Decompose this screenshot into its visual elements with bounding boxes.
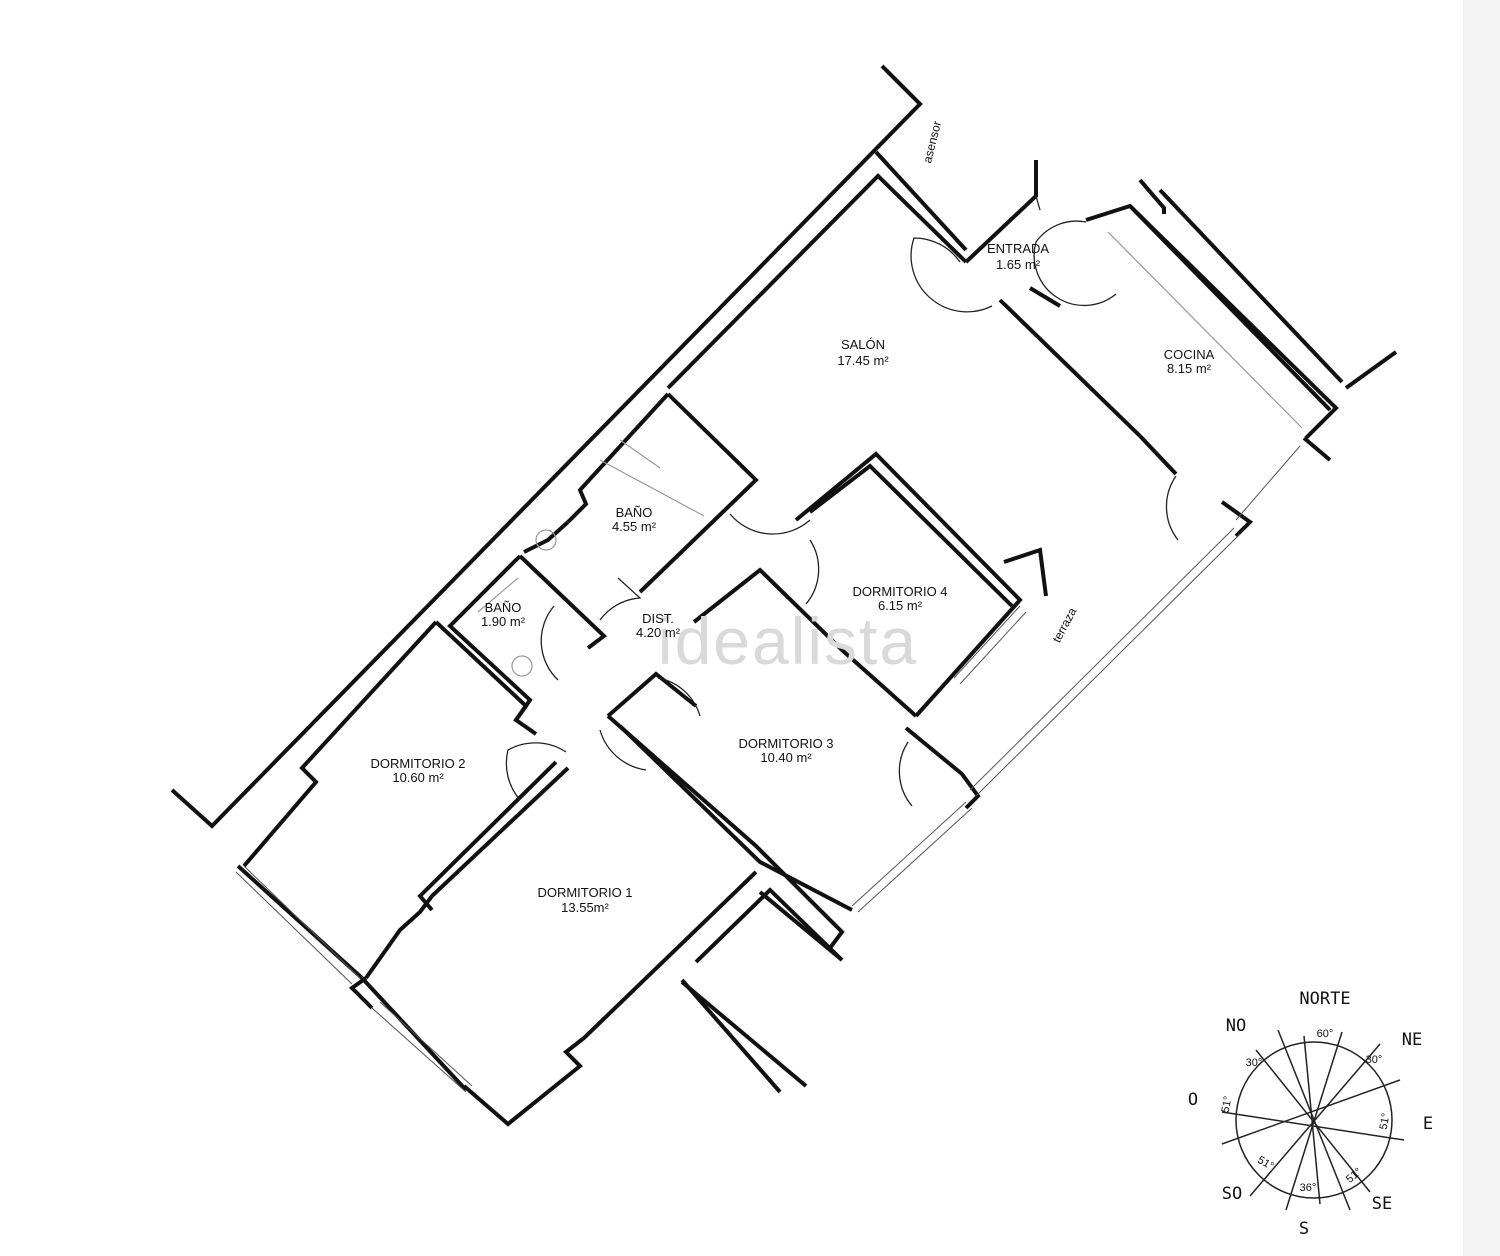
compass-dir-se: SE [1372,1194,1392,1214]
room-dormitorio-3-name: DORMITORIO 3 [738,736,833,751]
page-edge-strip [1463,0,1500,1256]
compass-line [1255,1049,1371,1193]
room-bano-2-area: 1.90 m² [481,614,526,629]
compass-dir-o: O [1188,1090,1198,1110]
compass-angle-left: 51° [1220,1095,1235,1113]
watermark-logo: idealista [658,604,918,678]
room-salon-area: 17.45 m² [837,353,889,368]
label-asensor: asensor [920,120,944,165]
room-dormitorio-1-area: 13.55m² [561,900,609,915]
compass-angle-top-right: 30° [1366,1054,1383,1066]
dormitorio-1-2-walls [235,620,844,1127]
outer-walls [170,64,968,1092]
terraza-walls [969,445,1301,797]
room-dormitorio-2-name: DORMITORIO 2 [370,756,465,771]
room-dormitorio-1-name: DORMITORIO 1 [537,885,632,900]
room-dist-area: 4.20 m² [636,625,681,640]
room-dormitorio-2-area: 10.60 m² [392,770,444,785]
compass-line [1303,1035,1321,1205]
room-salon-name: SALÓN [841,337,885,352]
compass-dir-ne: NE [1402,1030,1422,1050]
door-swings [505,195,1179,807]
room-labels: ENTRADA 1.65 m² SALÓN 17.45 m² COCINA 8.… [370,120,1214,915]
compass-dir-norte: NORTE [1299,989,1350,1009]
room-bano-2-name: BAÑO [485,600,522,615]
compass-angle-right: 51° [1378,1112,1393,1130]
salon-walls [666,160,1398,476]
room-bano-1-name: BAÑO [616,505,653,520]
label-terraza: terraza [1050,605,1080,645]
compass-dir-so: SO [1222,1184,1242,1204]
compass-line [1285,1031,1343,1211]
dormitorio-3-walls [606,671,981,950]
room-entrada-name: ENTRADA [987,241,1049,256]
compass-angle-bottom: 36° [1300,1182,1317,1194]
compass-angle-top-left: 30° [1246,1057,1263,1069]
dormitorio-4-walls [692,451,1048,718]
compass-dir-e: E [1423,1114,1433,1134]
compass-dir-no: NO [1226,1016,1246,1036]
bathroom-walls [447,392,759,722]
room-cocina-area: 8.15 m² [1167,361,1212,376]
compass-rose: NORTE NE E SE S SO O NO 60° 30° 30° 51° … [1188,989,1433,1239]
room-entrada-area: 1.65 m² [996,257,1041,272]
room-cocina-name: COCINA [1164,347,1215,362]
room-bano-1-area: 4.55 m² [612,519,657,534]
room-dormitorio-3-area: 10.40 m² [760,750,812,765]
room-dormitorio-4-area: 6.15 m² [878,598,923,613]
compass-dir-s: S [1299,1219,1309,1239]
room-dormitorio-4-name: DORMITORIO 4 [852,584,947,599]
room-dist-name: DIST. [642,611,674,626]
compass-angle-top: 60° [1317,1028,1334,1040]
compass-circle [1235,1041,1393,1199]
